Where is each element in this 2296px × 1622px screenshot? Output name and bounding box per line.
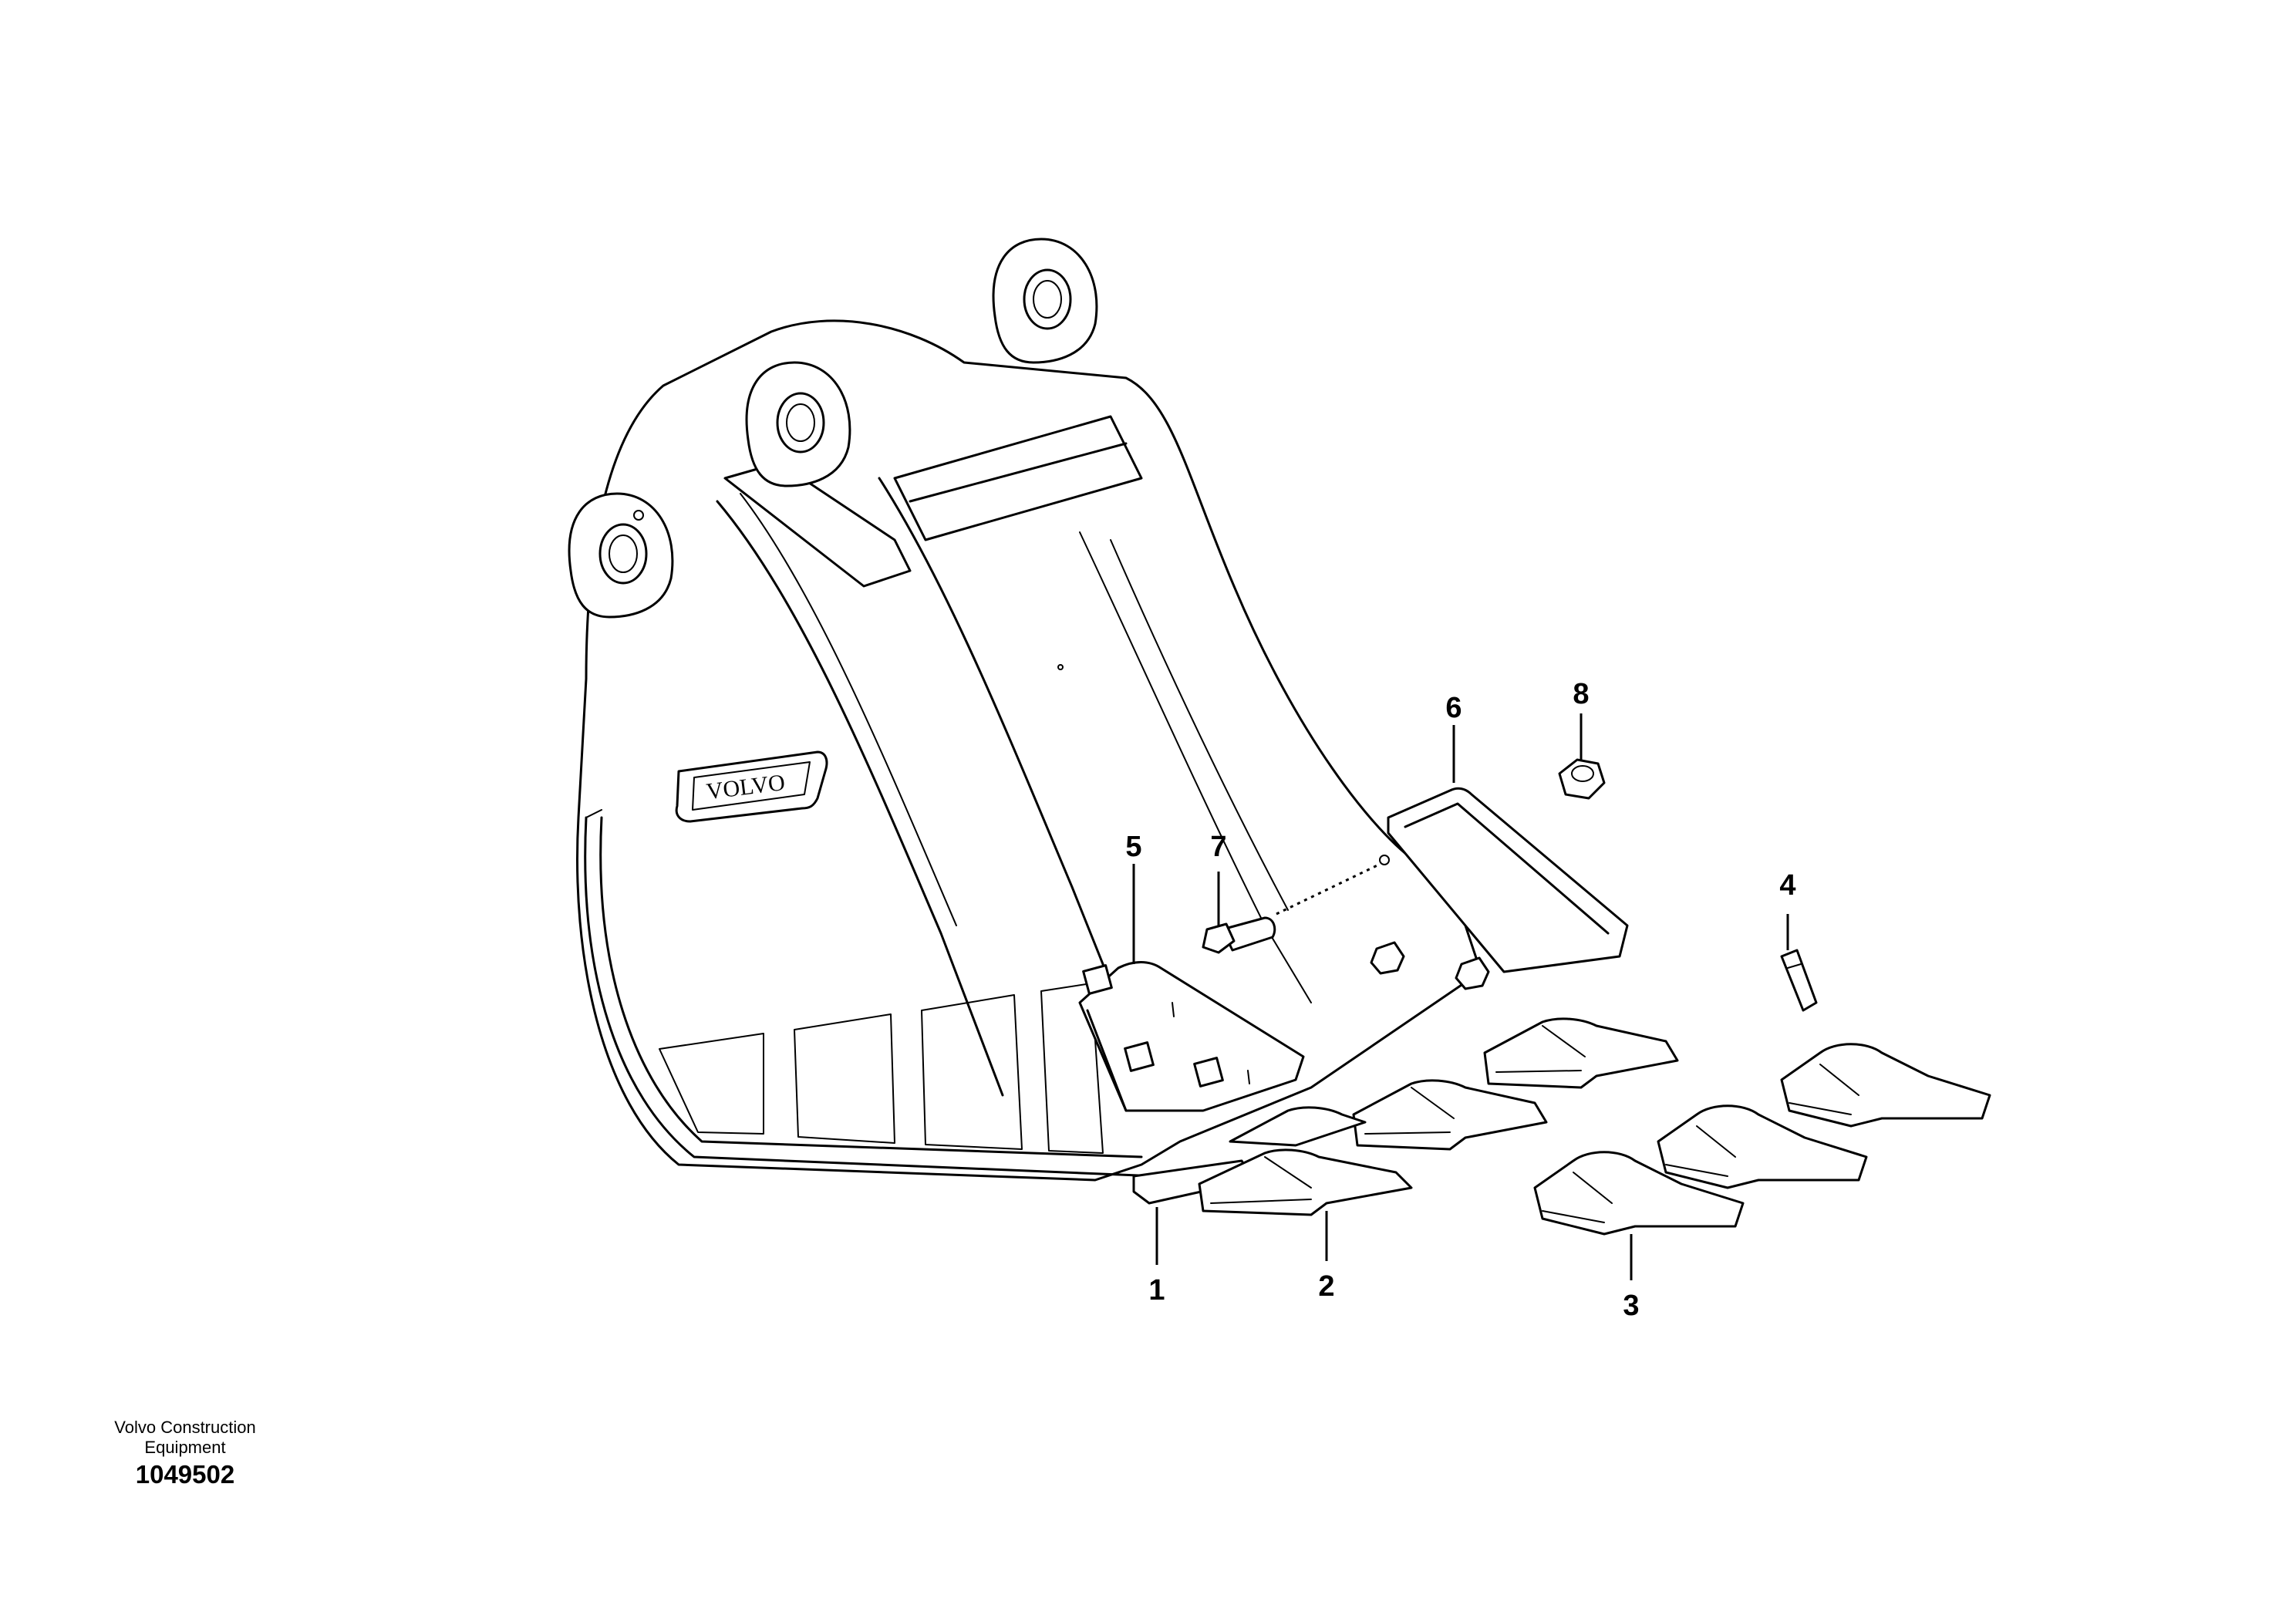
callout-6: 6 <box>1445 692 1462 724</box>
callout-5: 5 <box>1125 831 1141 863</box>
part-7-bolt <box>1202 916 1276 954</box>
callout-8: 8 <box>1573 678 1589 710</box>
part-3-teeth-loose <box>1533 1043 1991 1236</box>
part-2-teeth-mounted <box>1198 1017 1679 1216</box>
mounting-nuts <box>1370 941 1490 990</box>
part-4-pin <box>1780 949 1818 1012</box>
part-8-nut <box>1558 758 1606 800</box>
bucket-body: VOLVO <box>568 238 1482 1182</box>
callout-7: 7 <box>1210 831 1226 863</box>
callout-3: 3 <box>1623 1290 1639 1322</box>
callout-1: 1 <box>1148 1274 1165 1307</box>
part-6-wear-plate <box>1387 787 1629 973</box>
leader-lines <box>1132 713 1789 1280</box>
footer-company: Volvo Construction Equipment <box>114 1418 256 1457</box>
footer-drawing-number: 1049502 <box>135 1460 235 1489</box>
part-5-shroud <box>1078 961 1305 1112</box>
callout-2: 2 <box>1318 1270 1334 1303</box>
callout-4: 4 <box>1779 869 1795 902</box>
